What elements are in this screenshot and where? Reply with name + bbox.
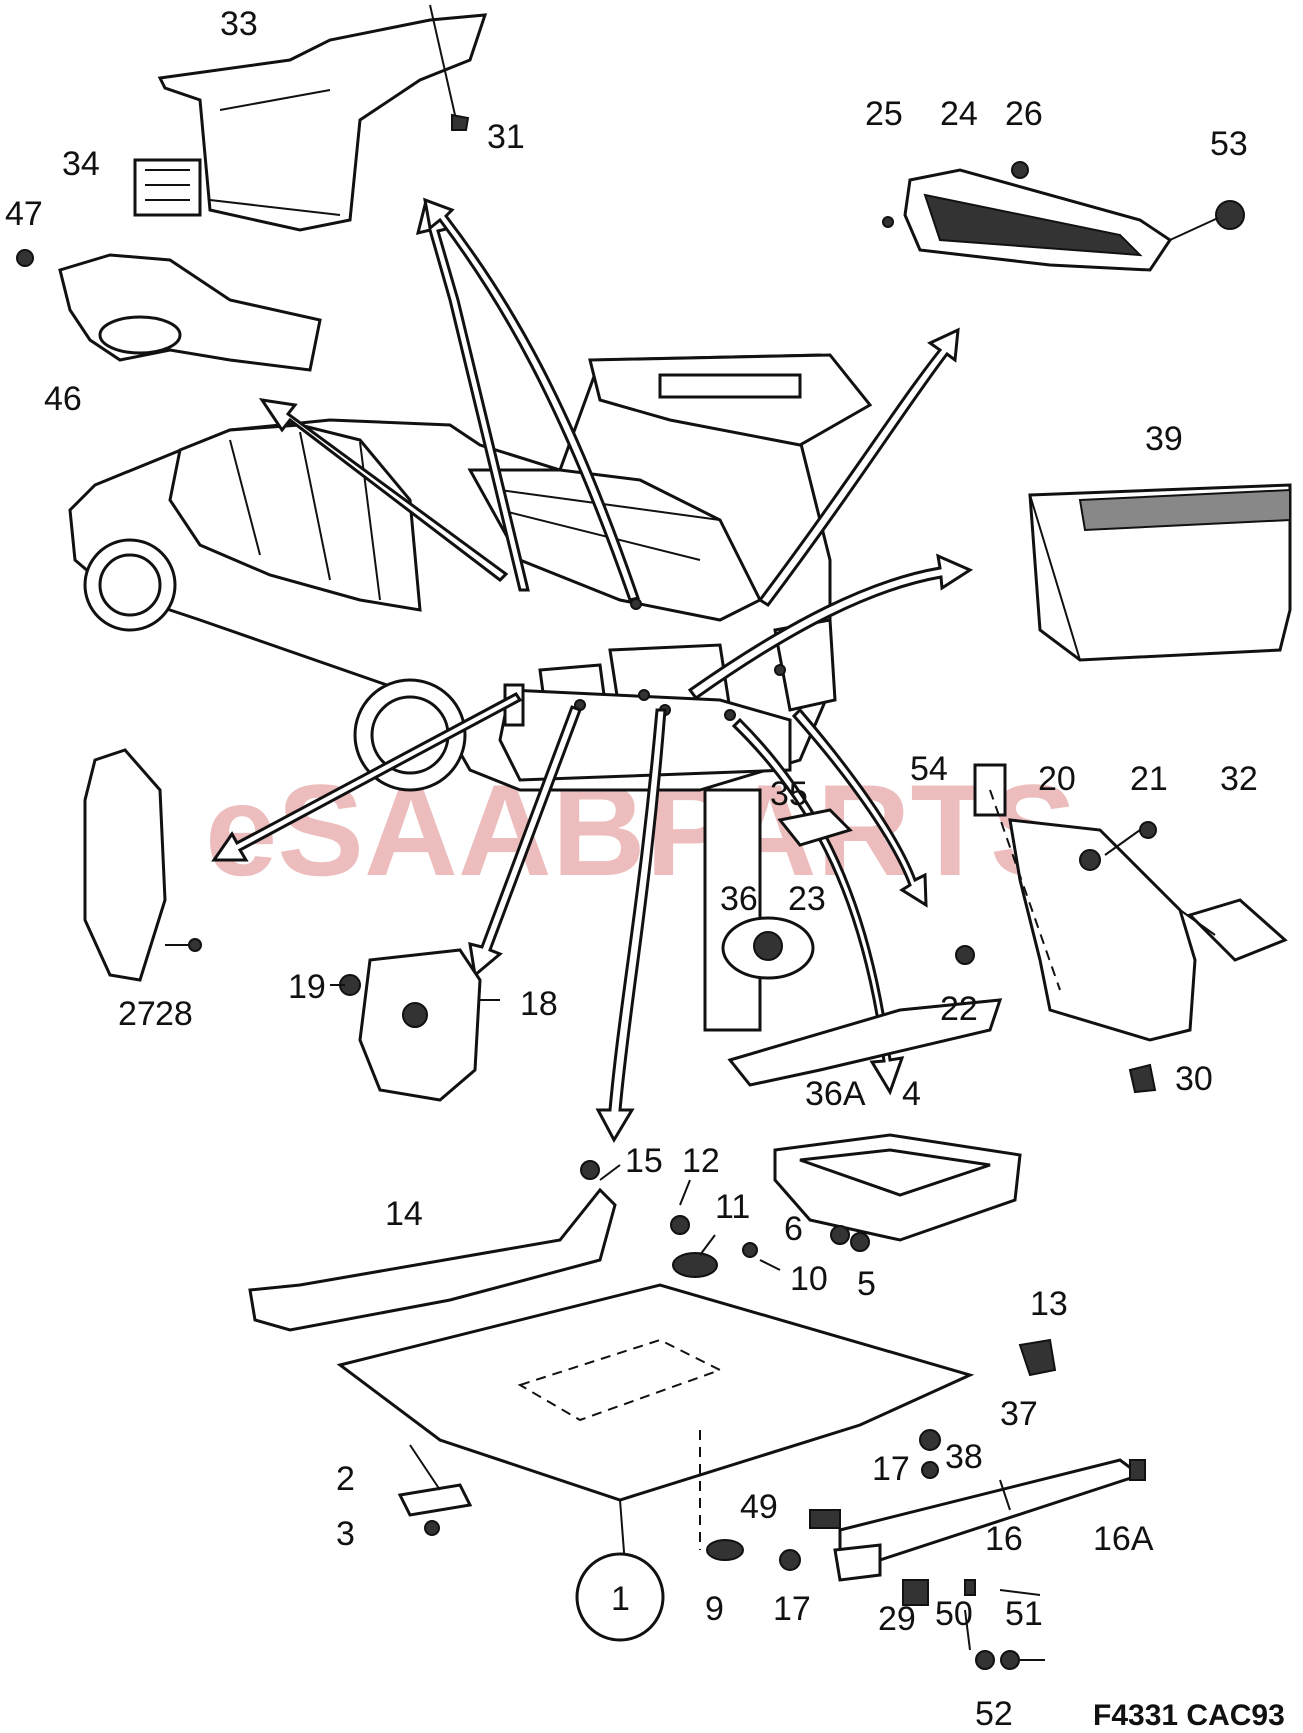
part-32-shape — [1187, 898, 1288, 962]
part-27-shape — [83, 748, 167, 982]
label-1: 1 — [611, 1580, 630, 1618]
label-36: 36 — [720, 880, 758, 918]
label-28: 28 — [155, 995, 193, 1033]
part-14-shape — [248, 1187, 617, 1332]
label-17b: 17 — [773, 1590, 811, 1628]
label-19: 19 — [288, 968, 326, 1006]
label-36a: 36A — [805, 1075, 866, 1113]
label-23: 23 — [788, 880, 826, 918]
label-46: 46 — [44, 380, 82, 418]
label-14: 14 — [385, 1195, 423, 1233]
label-29: 29 — [878, 1600, 916, 1638]
label-32: 32 — [1220, 760, 1258, 798]
part-number-labels: 33 31 34 47 46 25 24 26 53 39 54 20 21 3… — [5, 5, 1258, 1733]
label-3: 3 — [336, 1515, 355, 1553]
label-5: 5 — [857, 1265, 876, 1303]
label-26: 26 — [1005, 95, 1043, 133]
label-15: 15 — [625, 1142, 663, 1180]
label-34: 34 — [62, 145, 100, 183]
label-22: 22 — [940, 990, 978, 1028]
label-50: 50 — [935, 1595, 973, 1633]
label-18: 18 — [520, 985, 558, 1023]
label-25: 25 — [865, 95, 903, 133]
label-35: 35 — [770, 775, 808, 813]
label-47: 47 — [5, 195, 43, 233]
label-6: 6 — [784, 1210, 803, 1248]
part-1-callout-circle — [575, 1552, 665, 1642]
label-4: 4 — [902, 1075, 921, 1113]
part-1-shape — [336, 1283, 975, 1502]
figure-code: F4331 CAC93 — [1093, 1699, 1285, 1732]
label-31: 31 — [487, 118, 525, 156]
label-52: 52 — [975, 1695, 1013, 1733]
label-16: 16 — [985, 1520, 1023, 1558]
label-53: 53 — [1210, 125, 1248, 163]
label-27: 27 — [118, 995, 156, 1033]
label-38: 38 — [945, 1438, 983, 1476]
label-33: 33 — [220, 5, 258, 43]
label-9: 9 — [705, 1590, 724, 1628]
callout-arrows — [211, 197, 974, 1144]
label-13: 13 — [1030, 1285, 1068, 1323]
label-11: 11 — [715, 1188, 750, 1226]
label-37: 37 — [1000, 1395, 1038, 1433]
label-21: 21 — [1130, 760, 1168, 798]
label-51: 51 — [1005, 1595, 1043, 1633]
part-46-shape — [58, 253, 322, 372]
label-12: 12 — [682, 1142, 720, 1180]
label-54: 54 — [910, 750, 948, 788]
label-10: 10 — [790, 1260, 828, 1298]
label-39: 39 — [1145, 420, 1183, 458]
label-2: 2 — [336, 1460, 355, 1498]
label-17a: 17 — [872, 1450, 910, 1488]
part-36a-shape — [727, 998, 1003, 1087]
label-30: 30 — [1175, 1060, 1213, 1098]
part-33-shape — [157, 13, 488, 232]
label-24: 24 — [940, 95, 978, 133]
label-20: 20 — [1038, 760, 1076, 798]
label-49: 49 — [740, 1488, 778, 1526]
label-16a: 16A — [1093, 1520, 1154, 1558]
part-20-shape — [1008, 818, 1197, 1042]
